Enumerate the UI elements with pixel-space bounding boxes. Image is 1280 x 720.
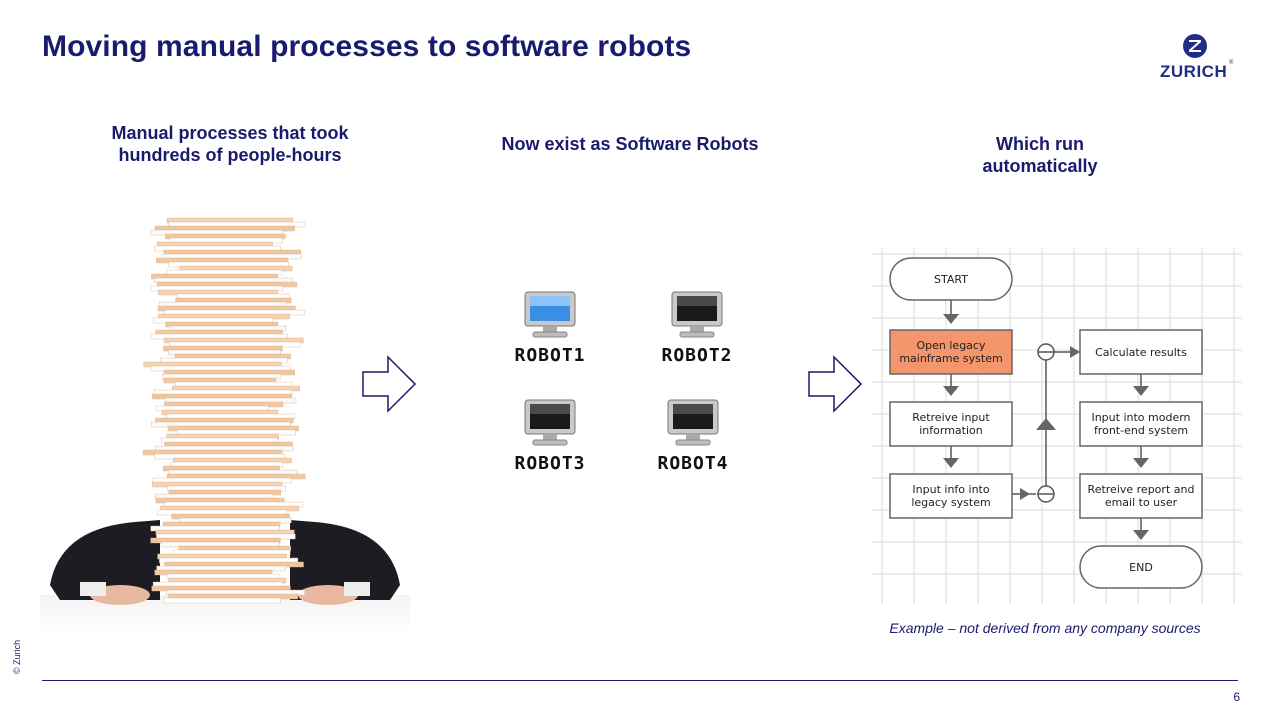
heading-line: Manual processes that took xyxy=(111,123,349,143)
copyright-text: © Zurich xyxy=(12,639,22,674)
step-retrieve-input xyxy=(889,401,1013,447)
process-flowchart: START Open legacy mainframe system Retre… xyxy=(872,248,1242,604)
heading-line: hundreds of people-hours xyxy=(118,145,342,165)
right-arrow-icon xyxy=(806,354,866,419)
column-heading-automatic: Which run automatically xyxy=(930,133,1150,177)
page-number: 6 xyxy=(1233,690,1240,704)
robot-2: ROBOT2 xyxy=(642,290,752,366)
step-label: Calculate results xyxy=(1095,346,1187,359)
step-label: email to user xyxy=(1105,496,1178,509)
step-open-legacy xyxy=(889,329,1013,375)
registered-mark: ® xyxy=(1229,60,1234,66)
robot-label: ROBOT3 xyxy=(514,453,586,474)
computer-monitor-icon xyxy=(524,291,576,338)
right-arrow-icon xyxy=(360,354,420,419)
step-label: mainframe system xyxy=(899,352,1002,365)
step-input-legacy xyxy=(889,473,1013,519)
footer-divider xyxy=(42,680,1238,681)
heading-line: Now exist as Software Robots xyxy=(501,134,759,154)
computer-monitor-icon xyxy=(667,399,719,446)
computer-monitor-icon xyxy=(524,399,576,446)
flowchart-caption: Example – not derived from any company s… xyxy=(889,620,1201,636)
paper-stack-image xyxy=(40,210,410,635)
step-label: Retreive input xyxy=(912,411,990,424)
computer-monitor-icon xyxy=(671,291,723,338)
step-label: information xyxy=(919,424,983,437)
robot-4: ROBOT4 xyxy=(638,398,748,474)
start-label: START xyxy=(934,273,968,286)
step-label: front-end system xyxy=(1094,424,1188,437)
robot-1: ROBOT1 xyxy=(495,290,605,366)
zurich-z-icon xyxy=(1183,34,1207,58)
zurich-logo xyxy=(1158,30,1238,82)
step-label: Open legacy xyxy=(917,339,986,352)
step-label: legacy system xyxy=(911,496,990,509)
end-node xyxy=(1079,545,1203,589)
heading-line: Which run xyxy=(996,134,1084,154)
slide-title: Moving manual processes to software robo… xyxy=(42,30,692,63)
copyright-notice: © Zurich xyxy=(8,640,38,680)
robot-label: ROBOT1 xyxy=(514,345,586,366)
robot-label: ROBOT2 xyxy=(661,345,733,366)
end-label: END xyxy=(1129,561,1153,574)
step-input-modern xyxy=(1079,401,1203,447)
step-label: Input into modern xyxy=(1091,411,1190,424)
step-label: Input info into xyxy=(912,483,989,496)
robot-3: ROBOT3 xyxy=(495,398,605,474)
step-retrieve-report xyxy=(1079,473,1203,519)
step-label: Retreive report and xyxy=(1088,483,1195,496)
column-heading-robots: Now exist as Software Robots xyxy=(470,133,790,155)
robot-label: ROBOT4 xyxy=(657,453,729,474)
start-node xyxy=(889,257,1013,301)
step-calculate xyxy=(1079,329,1203,375)
column-heading-manual: Manual processes that took hundreds of p… xyxy=(80,122,380,166)
heading-line: automatically xyxy=(982,156,1098,176)
brand-name: ZURICH xyxy=(1160,62,1228,81)
